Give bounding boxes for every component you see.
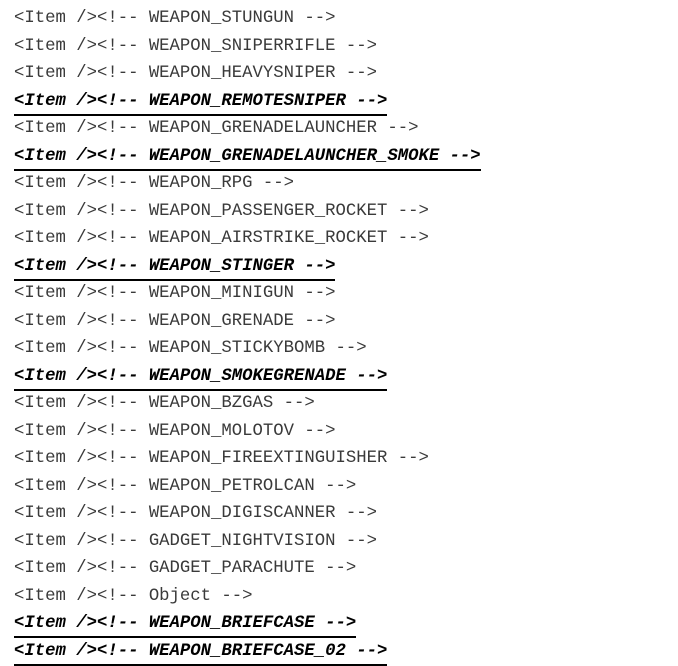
code-line: <Item /><!-- Object --> [14, 583, 674, 611]
code-line: <Item /><!-- WEAPON_STUNGUN --> [14, 5, 674, 33]
code-line-text: <Item /><!-- WEAPON_MINIGUN --> [14, 284, 336, 303]
code-line-text: <Item /><!-- GADGET_PARACHUTE --> [14, 559, 357, 578]
code-line-text: <Item /><!-- WEAPON_PETROLCAN --> [14, 476, 357, 496]
code-line: <Item /><!-- GADGET_PARACHUTE --> [14, 555, 674, 583]
code-line-text: <Item /><!-- Object --> [14, 586, 253, 606]
code-line: <Item /><!-- WEAPON_PETROLCAN --> [14, 473, 674, 501]
code-line: <Item /><!-- WEAPON_MINIGUN --> [14, 280, 674, 308]
code-line: <Item /><!-- WEAPON_GRENADELAUNCHER --> [14, 115, 674, 143]
code-line-text: <Item /><!-- GADGET_NIGHTVISION --> [14, 531, 377, 551]
code-line: <Item /><!-- WEAPON_AIRSTRIKE_ROCKET --> [14, 225, 674, 253]
code-line: <Item /><!-- WEAPON_STINGER --> [14, 253, 674, 281]
code-line-text: <Item /><!-- WEAPON_MOLOTOV --> [14, 421, 336, 441]
code-line-text: <Item /><!-- WEAPON_GRENADELAUNCHER --> [14, 119, 419, 138]
code-line: <Item /><!-- WEAPON_BRIEFCASE_02 --> [14, 638, 674, 666]
code-line: <Item /><!-- WEAPON_FIREEXTINGUISHER --> [14, 445, 674, 473]
code-line-text: <Item /><!-- WEAPON_DIGISCANNER --> [14, 504, 377, 523]
code-line-text: <Item /><!-- WEAPON_GRENADE --> [14, 311, 336, 331]
code-line: <Item /><!-- WEAPON_BZGAS --> [14, 390, 674, 418]
code-line: <Item /><!-- WEAPON_REMOTESNIPER --> [14, 88, 674, 116]
code-line-text: <Item /><!-- WEAPON_AIRSTRIKE_ROCKET --> [14, 229, 429, 248]
code-line-text: <Item /><!-- WEAPON_SNIPERRIFLE --> [14, 36, 377, 56]
code-line: <Item /><!-- WEAPON_SMOKEGRENADE --> [14, 363, 674, 391]
code-line: <Item /><!-- WEAPON_HEAVYSNIPER --> [14, 60, 674, 88]
code-line: <Item /><!-- WEAPON_MOLOTOV --> [14, 418, 674, 446]
code-line: <Item /><!-- WEAPON_DIGISCANNER --> [14, 500, 674, 528]
code-line: <Item /><!-- WEAPON_RPG --> [14, 170, 674, 198]
code-line: <Item /><!-- WEAPON_STICKYBOMB --> [14, 335, 674, 363]
code-line-text: <Item /><!-- WEAPON_FIREEXTINGUISHER --> [14, 449, 429, 468]
code-line-text: <Item /><!-- WEAPON_BZGAS --> [14, 394, 315, 413]
code-line: <Item /><!-- WEAPON_GRENADELAUNCHER_SMOK… [14, 143, 674, 171]
code-line-text: <Item /><!-- WEAPON_STUNGUN --> [14, 9, 336, 28]
code-line-text: <Item /><!-- WEAPON_BRIEFCASE --> [14, 612, 357, 638]
code-line: <Item /><!-- WEAPON_SNIPERRIFLE --> [14, 33, 674, 61]
code-line: <Item /><!-- WEAPON_BRIEFCASE --> [14, 610, 674, 638]
code-line: <Item /><!-- WEAPON_GRENADE --> [14, 308, 674, 336]
code-line: <Item /><!-- GADGET_NIGHTVISION --> [14, 528, 674, 556]
code-listing: <Item /><!-- WEAPON_STUNGUN --> <Item />… [14, 5, 674, 666]
code-line: <Item /><!-- WEAPON_PASSENGER_ROCKET --> [14, 198, 674, 226]
code-line-text: <Item /><!-- WEAPON_PASSENGER_ROCKET --> [14, 201, 429, 221]
code-line-text: <Item /><!-- WEAPON_STICKYBOMB --> [14, 339, 367, 358]
code-line-text: <Item /><!-- WEAPON_BRIEFCASE_02 --> [14, 640, 388, 666]
code-line-text: <Item /><!-- WEAPON_STINGER --> [14, 255, 336, 281]
code-line-text: <Item /><!-- WEAPON_HEAVYSNIPER --> [14, 64, 377, 83]
code-line-text: <Item /><!-- WEAPON_SMOKEGRENADE --> [14, 365, 388, 391]
code-line-text: <Item /><!-- WEAPON_RPG --> [14, 174, 295, 193]
code-line-text: <Item /><!-- WEAPON_GRENADELAUNCHER_SMOK… [14, 145, 481, 171]
code-line-text: <Item /><!-- WEAPON_REMOTESNIPER --> [14, 90, 388, 116]
